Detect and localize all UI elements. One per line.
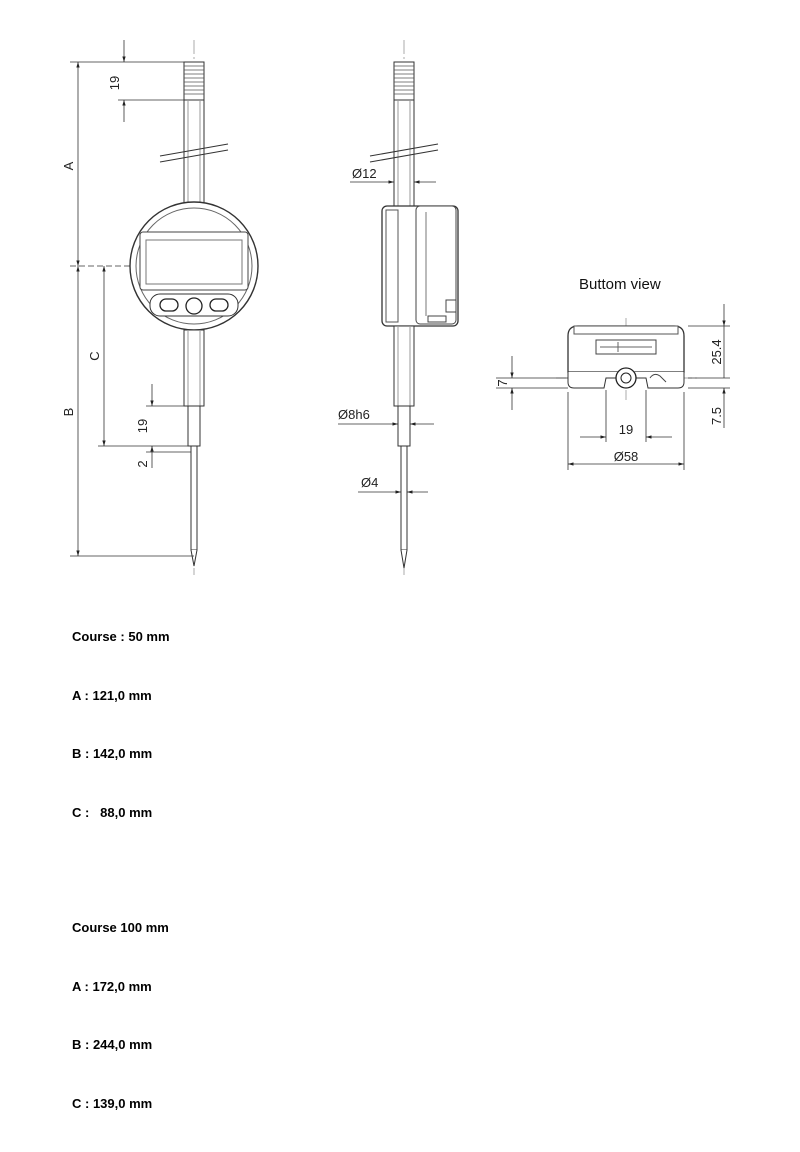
dim-bottom-hole-spacing: 19	[619, 422, 633, 437]
spec-a: A : 172,0 mm	[72, 978, 152, 994]
side-view	[369, 40, 459, 575]
spec-course: Course : 50 mm	[72, 629, 170, 644]
dim-bottom-height: 25.4	[709, 339, 724, 364]
dim-tip-diameter: Ø4	[361, 475, 378, 490]
front-dimensions	[70, 40, 194, 557]
bottom-dimensions	[496, 304, 730, 470]
dim-label-a: A	[61, 161, 76, 170]
bottom-view-title: Buttom view	[579, 276, 661, 293]
dim-bottom-width: Ø58	[614, 449, 639, 464]
front-dimension-labels: A B C 19 19 2	[61, 76, 150, 468]
bottom-view	[556, 318, 700, 400]
spec-b: B : 244,0 mm	[72, 1037, 153, 1052]
dim-label-c: C	[87, 351, 102, 360]
spec-c: C : 88,0 mm	[72, 804, 153, 820]
dim-bottom-offset-right: 7.5	[709, 407, 724, 425]
dim-tip-length: 19	[135, 419, 150, 433]
spec-c: C : 139,0 mm	[72, 1095, 153, 1111]
specification-notes: Course : 50 mm A : 121,0 mm B : 142,0 mm…	[72, 588, 170, 1152]
spec-course: Course 100 mm	[72, 920, 169, 935]
spec-a: A : 121,0 mm	[72, 687, 152, 703]
spec-block-100: Course 100 mm A : 172,0 mm B : 244,0 mm …	[72, 879, 170, 1152]
front-view	[129, 40, 259, 575]
dim-stem-diameter: Ø12	[352, 166, 377, 181]
spec-b: B : 142,0 mm	[72, 746, 153, 761]
technical-drawing: A B C 19 19 2	[61, 40, 730, 575]
dim-shank-diameter: Ø8h6	[338, 407, 370, 422]
spec-block-50: Course : 50 mm A : 121,0 mm B : 142,0 mm…	[72, 588, 170, 861]
bottom-dimension-labels: 25.4 7 7.5 19 Ø58	[495, 339, 724, 464]
side-dimension-labels: Ø12 Ø8h6 Ø4	[338, 166, 378, 490]
dim-thread-length: 19	[107, 76, 122, 90]
side-dimensions	[338, 180, 436, 494]
dim-bottom-offset-left: 7	[495, 379, 510, 386]
dim-label-b: B	[61, 408, 76, 417]
dim-tip-gap: 2	[135, 460, 150, 467]
